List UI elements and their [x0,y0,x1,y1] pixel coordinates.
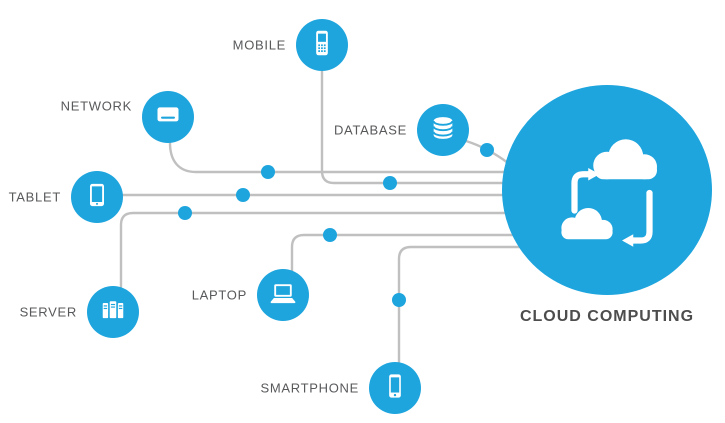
connector-smartphone [397,245,526,364]
node-database: DATABASE [334,104,469,156]
database-icon [429,114,457,147]
connector-dot [323,228,337,242]
connector-dot [178,206,192,220]
connector-dot [236,188,250,202]
node-server-label: SERVER [19,304,77,320]
connector-laptop [290,233,520,273]
mobile-phone-icon [308,29,336,62]
connector-dot [480,143,494,157]
node-mobile-bubble [296,19,348,71]
connector-network [168,141,512,174]
node-tablet-label: TABLET [8,189,61,205]
node-mobile: MOBILE [233,19,348,71]
smartphone-icon [381,372,409,405]
node-laptop: LAPTOP [192,269,309,321]
node-server: SERVER [20,286,139,338]
node-database-label: DATABASE [333,122,407,138]
connector-dot [392,293,406,307]
server-rack-icon [99,296,127,329]
cloud-sync-icon [532,118,682,263]
node-smartphone: SMARTPHONE [261,362,421,414]
node-network-label: NETWORK [60,98,132,114]
connector-server [119,211,514,289]
network-drive-icon [154,101,182,134]
cloud-hub-circle [502,85,712,295]
cloud-hub-label: CLOUD COMPUTING [519,308,695,325]
node-smartphone-bubble [369,362,421,414]
node-smartphone-label: SMARTPHONE [260,380,359,396]
node-database-bubble [417,104,469,156]
node-network: NETWORK [61,91,194,143]
node-tablet: TABLET [9,171,123,223]
node-network-bubble [142,91,194,143]
tablet-icon [83,181,111,214]
connector-dot [261,165,275,179]
node-laptop-label: LAPTOP [191,287,247,303]
node-server-bubble [87,286,139,338]
node-tablet-bubble [71,171,123,223]
laptop-icon [268,278,298,313]
node-laptop-bubble [257,269,309,321]
connector-mobile [320,69,512,185]
connector-dot [383,176,397,190]
node-mobile-label: MOBILE [232,37,286,53]
